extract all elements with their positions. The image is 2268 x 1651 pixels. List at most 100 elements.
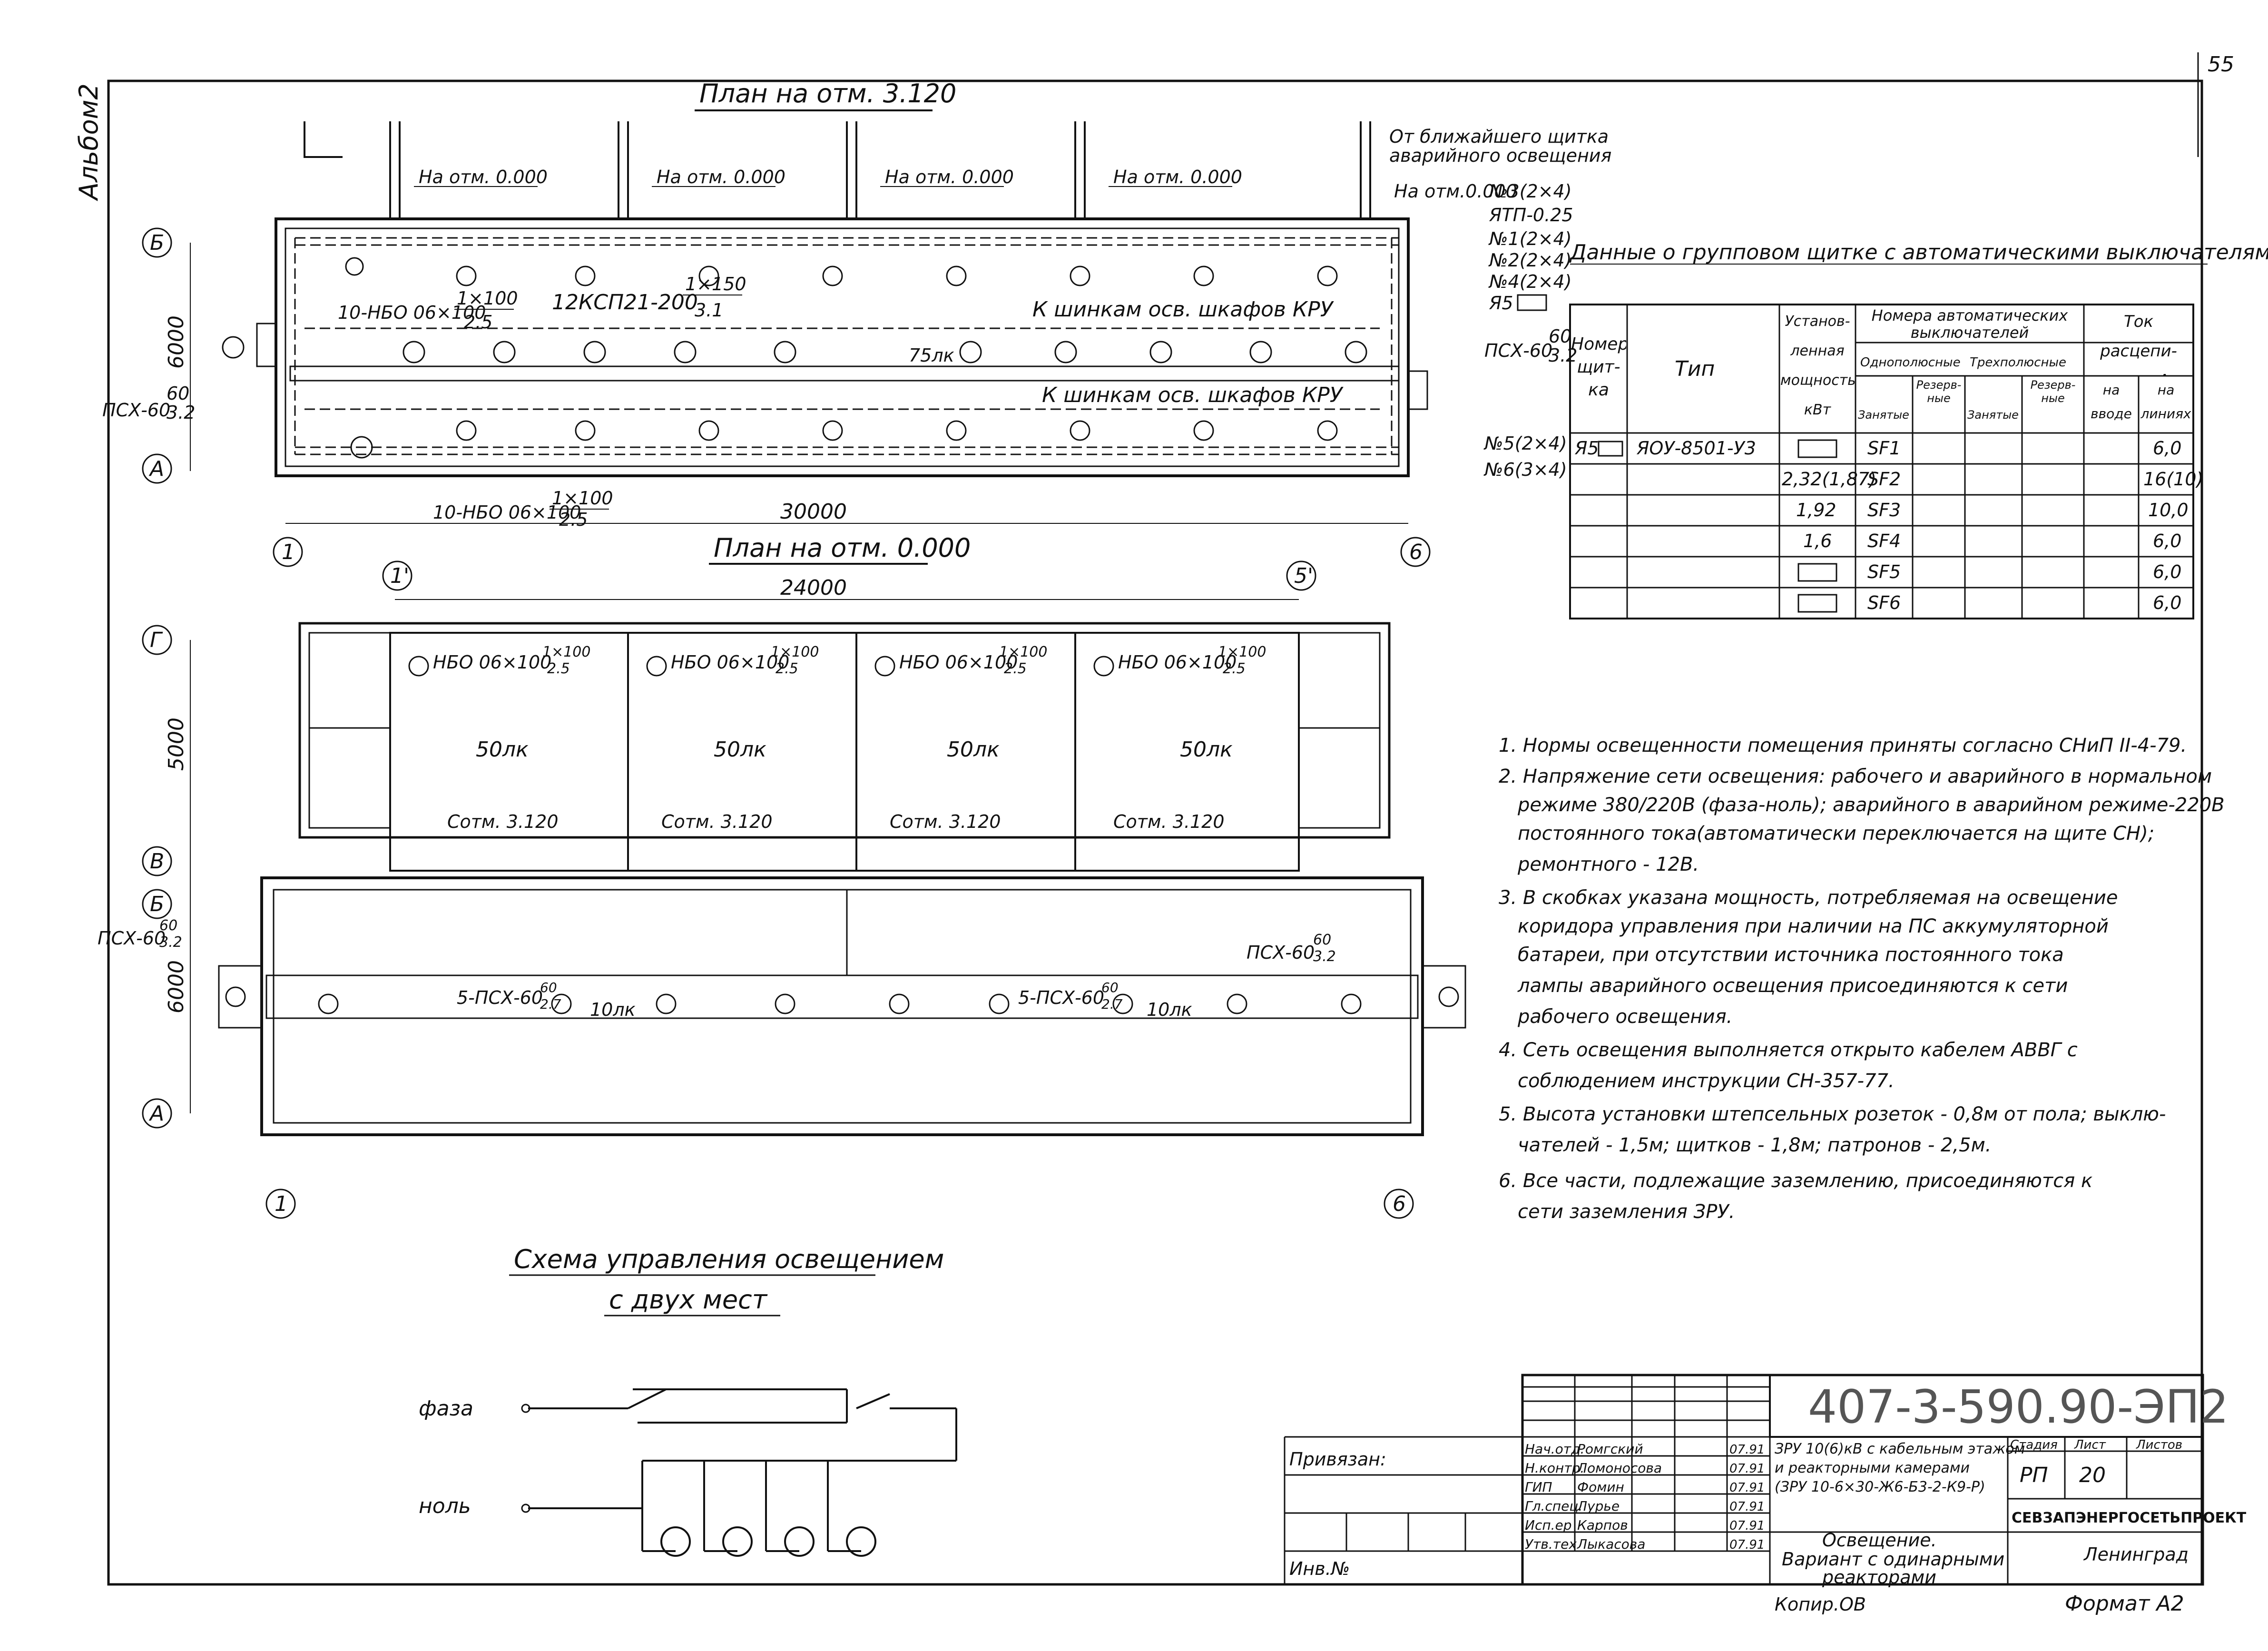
note-line: ремонтного - 12В. xyxy=(1517,854,1699,875)
note-line: лампы аварийного освещения присоединяютс… xyxy=(1517,975,2068,997)
plan-bottom: План на отм. 0.000 24000 1' 5' НБО 06×10… xyxy=(98,533,1466,1219)
room-lamp: НБО 06×100 xyxy=(671,652,789,673)
lamp-icon xyxy=(674,341,697,364)
axis-label: Б xyxy=(150,892,164,916)
sheet-frame xyxy=(107,79,2203,1586)
lamp-icon xyxy=(1345,341,1367,364)
level-label: На отм. 0.000 xyxy=(657,167,785,187)
axis-label: 5' xyxy=(1294,564,1313,588)
frac-den: 2.5 xyxy=(547,660,570,677)
lamp-icon xyxy=(350,436,373,459)
psx-label: ПСХ-60 xyxy=(98,928,166,949)
table-row: 2,32(1,87) SF2 16(10) xyxy=(1782,469,2203,490)
axis-marker xyxy=(142,1098,172,1129)
lamp-row-middle xyxy=(403,341,1367,364)
window-right xyxy=(1298,632,1381,829)
lamp-icon xyxy=(822,420,843,441)
room-3: НБО 06×100 1×100 2.5 50лк Сотм. 3.120 xyxy=(874,644,1047,832)
lamp-icon xyxy=(784,1526,815,1557)
row-current: 10,0 xyxy=(2148,500,2189,521)
axis-label: Б xyxy=(150,231,164,255)
psx-frac-num: 60 xyxy=(1549,326,1571,347)
scheme-wiring xyxy=(528,1388,957,1552)
sheets-label: Листов xyxy=(2136,1438,2182,1452)
room-lamp: НБО 06×100 xyxy=(899,652,1018,673)
level-label: На отм. 0.000 xyxy=(419,167,548,187)
emergency-note: От ближайшего щитка xyxy=(1389,126,1609,147)
role: Н.контр. xyxy=(1525,1460,1584,1476)
title-block: 407-3-590.90-ЭП2 xyxy=(1284,1374,2247,1588)
three-pole-header: Трехполюсные xyxy=(1970,355,2066,370)
lamp-icon xyxy=(408,656,429,677)
sheet-label: Лист xyxy=(2074,1438,2106,1452)
project-desc: ЗРУ 10(6)кВ с кабельным этажом xyxy=(1775,1441,2025,1457)
psx-label: ПСХ-60 xyxy=(102,400,170,421)
dimension-width: 24000 xyxy=(780,576,847,600)
axis-marker xyxy=(1400,537,1431,567)
role: Исп.ер xyxy=(1525,1517,1572,1533)
copied-label: Копир.ОВ xyxy=(1775,1594,1866,1615)
axis-marker xyxy=(1286,560,1316,591)
row-power: 1,92 xyxy=(1796,500,1836,521)
lamp-icon xyxy=(1070,420,1090,441)
lamp-icon xyxy=(1227,993,1247,1014)
axis-marker xyxy=(142,846,172,876)
lamp-icon xyxy=(1070,265,1090,286)
lines-header: на линиях xyxy=(2140,382,2191,422)
col-breakers-header: Номера автоматических выключателей xyxy=(1871,307,2068,342)
axis-marker xyxy=(1384,1189,1414,1219)
note-line: 1. Нормы освещенности помещения приняты … xyxy=(1499,735,2187,757)
row-breaker: SF3 xyxy=(1867,500,1901,521)
plan-top-inner-wall xyxy=(285,227,1400,467)
plan-top-title: План на отм. 3.120 xyxy=(699,79,956,108)
lamp-icon xyxy=(660,1526,691,1557)
lamp-row-upper xyxy=(345,257,1338,286)
corridor-lamp: 5-ПСХ-60 xyxy=(457,987,543,1008)
axis-label: 1 xyxy=(282,540,295,564)
row-breaker: SF2 xyxy=(1867,469,1901,490)
lamp-icon xyxy=(1093,656,1114,677)
lamp-frac-num: 1×100 xyxy=(457,288,518,309)
row-current: 6,0 xyxy=(2153,561,2181,582)
lamp-icon xyxy=(1193,420,1214,441)
room-source: Сотм. 3.120 xyxy=(447,811,559,832)
row-current: 16(10) xyxy=(2143,469,2203,490)
occupied-header: Занятые xyxy=(1967,408,2019,422)
panel-icon xyxy=(1598,441,1623,457)
corridor-lux: 10лк xyxy=(1147,999,1192,1020)
page-number: 55 xyxy=(2208,52,2234,77)
note-line: сети заземления ЗРУ. xyxy=(1518,1201,1735,1223)
single-pole-header: Однополюсные xyxy=(1860,355,1961,370)
lamp-icon xyxy=(403,341,425,364)
lamp-icon xyxy=(583,341,606,364)
lamp-label: 10-НБО 06×100 xyxy=(433,502,581,523)
frac-num: 60 xyxy=(159,917,177,934)
org-name: СЕВЗАПЭНЕРГОСЕТЬПРОЕКТ xyxy=(2012,1510,2247,1526)
lamp-icon xyxy=(1249,341,1272,364)
emergency-note: аварийного освещения xyxy=(1389,145,1611,166)
door-right xyxy=(1422,965,1466,1029)
input-header: на вводе xyxy=(2091,382,2132,422)
lamp-icon xyxy=(493,341,516,364)
occupied-header: Занятые xyxy=(1858,408,1909,422)
feeder-label: На отм.0.000 xyxy=(1394,181,1517,202)
name: Ромгский xyxy=(1577,1441,1643,1457)
note-line: рабочего освещения. xyxy=(1517,1006,1732,1028)
table-row: SF5 6,0 xyxy=(1797,561,2181,582)
axis-label: 6 xyxy=(1409,540,1423,564)
frac-den: 2.7 xyxy=(540,996,561,1012)
note-line: постоянного тока(автоматически переключа… xyxy=(1518,823,2154,845)
lamp-icon xyxy=(698,420,719,441)
door-left xyxy=(218,965,263,1029)
table-row: Я5 ЯОУ-8501-У3 SF1 6,0 xyxy=(1574,438,2181,459)
room-lamp: НБО 06×100 xyxy=(1118,652,1237,673)
stage-label: Стадия xyxy=(2010,1438,2058,1452)
room-2: НБО 06×100 1×100 2.5 50лк Сотм. 3.120 xyxy=(646,644,819,832)
axis-marker xyxy=(273,537,303,567)
note-line: режиме 380/220В (фаза-ноль); аварийного … xyxy=(1517,794,2225,816)
lamp-icon xyxy=(874,656,895,677)
axis-label: 1' xyxy=(390,564,409,588)
signature-rows: Нач.отд. Ромгский 07.91 Н.контр. Ломонос… xyxy=(1525,1441,1765,1552)
kru-note: К шинкам осв. шкафов КРУ xyxy=(1032,297,1335,322)
lamp-icon xyxy=(551,993,572,1014)
